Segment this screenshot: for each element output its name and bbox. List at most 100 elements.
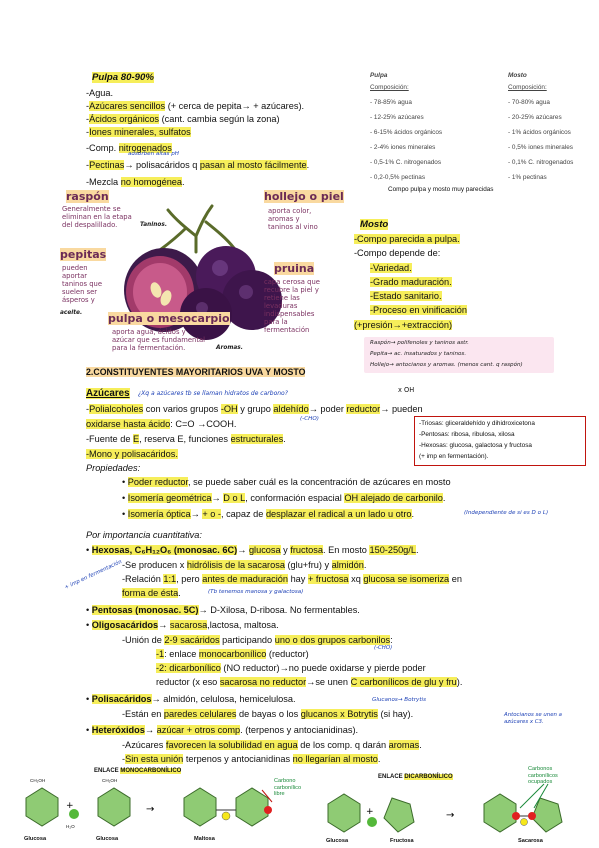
mono-title: ENLACE MONOCARBONÍLICO: [94, 768, 182, 774]
mosto-l5: -Estado sanitario.: [370, 291, 442, 301]
pepitas-text: pueden aportar taninos que suelen ser ás…: [62, 264, 102, 304]
comp-col1-list: - 78-85% agua - 12-25% azúcares - 6-15% …: [370, 97, 442, 184]
hex-l2: -Relación 1:1, pero antes de maduración …: [122, 574, 462, 584]
pruina-text: capa cerosa que recubre la piel y retien…: [264, 278, 320, 334]
grape-drawing: [124, 204, 282, 340]
azucares-l1: -Polialcoholes con varios grupos -OH y g…: [86, 404, 423, 414]
svg-text:→: →: [446, 810, 454, 821]
hetero-line: • Heteróxidos→ azúcar + otros comp. (ter…: [86, 725, 359, 735]
list-item: - 6-15% ácidos orgánicos: [370, 129, 443, 136]
aromas-note: Aromas.: [216, 345, 243, 351]
b3-note: (Independiente de si es D o L): [464, 510, 549, 516]
hex-l1: -Se producen x hidrólisis de la sacarosa…: [122, 560, 367, 570]
xoh-note: x OH: [398, 386, 415, 394]
pink-l2: Pepita→ ac. insaturados y taninos.: [370, 351, 467, 357]
pulpa-pectinas: -Pectinas→ polisacáridos q pasan al most…: [86, 160, 310, 170]
azucares-l3: -Fuente de E, reserva E, funciones estru…: [86, 434, 286, 444]
hex-l3-note: (Tb tenemos manosa y galactosa): [208, 589, 304, 595]
taninos-note: Taninos.: [140, 222, 168, 228]
svg-text:+: +: [66, 801, 74, 811]
trioses-l1: -Triosas: gliceraldehído y dihidroxiceto…: [419, 420, 535, 427]
hexosas-line: • Hexosas, C₆H₁₂O₆ (monosac. 6C)→ glucos…: [86, 545, 419, 555]
prop-bullet-2: • Isomería geométrica→ D o L, conformaci…: [122, 493, 446, 503]
trioses-l4: (+ imp en fermentación).: [419, 453, 489, 460]
svg-text:+: +: [366, 807, 374, 817]
poli-l1: -Están en paredes celulares de bayas o l…: [122, 709, 414, 719]
azucares-l4: -Mono y polisacáridos.: [86, 449, 178, 459]
mono-structures: + →: [25, 787, 273, 827]
list-item: - 20-25% azúcares: [508, 114, 562, 121]
propiedades-title: Propiedades:: [86, 463, 141, 473]
hetero-l2: -Sin esta unión terpenos y antocianidina…: [122, 754, 381, 764]
list-item: - 12-25% azúcares: [370, 114, 424, 121]
mosto-l7: (+presión→+extracción): [354, 320, 453, 330]
oligo-line: • Oligosacáridos→ sacarosa,lactosa, malt…: [86, 620, 279, 630]
mosto-l3: -Variedad.: [370, 263, 412, 273]
pink-l1: Raspón→ polifenoles y taninos astr.: [370, 340, 469, 346]
pepitas-label: pepitas: [60, 248, 107, 261]
list-item: - 70-80% agua: [508, 99, 550, 106]
di-label-1: Glucosa: [326, 838, 349, 844]
aceite-note: aceite.: [60, 310, 83, 316]
hollejo-label: hollejo o piel: [264, 190, 344, 203]
mosto-l1: -Compo parecida a pulpa.: [354, 234, 460, 244]
pink-note-box: Raspón→ polifenoles y taninos astr. Pepi…: [364, 337, 554, 373]
poli-line: • Polisacáridos→ almidón, celulosa, hemi…: [86, 694, 296, 704]
di-title: ENLACE DICARBONÍLICO: [378, 774, 453, 780]
ch2oh-label: CH₂OH: [30, 778, 46, 783]
list-item: - 0,5% iones minerales: [508, 144, 574, 151]
hollejo-text: aporta color, aromas y taninos al vino: [268, 207, 318, 231]
pulpa-text: aporta agua, ácidos y azúcar que es fund…: [112, 328, 206, 352]
comp-col2-sub: Composición:: [508, 84, 547, 91]
section2-heading: 2.CONSTITUYENTES MAYORITARIOS UVA Y MOST…: [86, 367, 306, 377]
comp-col1-title: Pulpa: [370, 72, 388, 79]
mono-diagram: ENLACE MONOCARBONÍLICO + → Carbono carbo…: [10, 768, 301, 846]
azucares-l2: oxidarse hasta ácido: C=O →COOH.: [86, 419, 237, 429]
di-structures: + →: [327, 783, 563, 833]
azucares-title: Azúcares: [86, 388, 130, 399]
mono-label-1: Glucosa: [24, 836, 47, 842]
pentosas-line: • Pentosas (monosac. 5C)→ D-Xilosa, D-ri…: [86, 605, 360, 615]
mono-label-2: Glucosa: [96, 836, 119, 842]
trioses-box: -Triosas: gliceraldehído y dihidroxiceto…: [414, 416, 586, 466]
list-item: - 2-4% iones minerales: [370, 144, 436, 151]
oligo-note: (-CHO): [374, 645, 393, 651]
azucares-note: ¿Xq a azúcares tb se llaman hidratos de …: [138, 390, 288, 397]
list-item: - 0,5-1% C. nitrogenados: [370, 159, 442, 166]
di-label-3: Sacarosa: [518, 838, 543, 844]
list-item: - 1% ácidos orgánicos: [508, 129, 571, 136]
ch2oh-label: CH₂OH: [102, 778, 118, 783]
mosto-l4: -Grado maduración.: [370, 277, 452, 287]
hex-l3: forma de ésta.: [122, 588, 181, 598]
trioses-l3: -Hexosas: glucosa, galactosa y fructosa: [419, 442, 532, 449]
pruina-label: pruina: [274, 262, 315, 275]
hetero-l1: -Azúcares favorecen la solubilidad en ag…: [122, 740, 422, 750]
di-label-2: Fructosa: [390, 838, 414, 844]
mosto-title: Mosto: [360, 219, 389, 230]
mosto-l6: -Proceso en vinificación: [370, 305, 468, 315]
list-item: - 78-85% agua: [370, 99, 412, 106]
raspon-label: raspón: [66, 190, 109, 203]
cuant-title: Por importancia cuantitativa:: [86, 530, 202, 540]
comp-col2-title: Mosto: [508, 72, 527, 79]
pulpa-azucares: -Azúcares sencillos (+ cerca de pepita→ …: [86, 101, 305, 111]
grape-illustration: raspón Generalmente se eliminan en la et…: [56, 190, 348, 356]
oligo-l2: -1: enlace monocarbonílico (reductor): [156, 649, 309, 659]
list-item: - 0,2-0,5% pectinas: [370, 174, 426, 181]
cho-note: (-CHO): [300, 416, 319, 422]
pulpa-comp: -Comp. nitrogenados: [86, 143, 172, 153]
pink-l3: Hollejo→ antocianos y aromas. (menos can…: [370, 362, 523, 368]
hexosas-note: + imp en fermentación: [63, 559, 123, 591]
carbonos-ocupados-label: Carbonos carbonílicos ocupados: [528, 766, 558, 786]
mono-label-3: Maltosa: [194, 836, 215, 842]
pulpa-label: pulpa o mesocarpio: [108, 312, 230, 325]
pulpa-title: Pulpa 80-90%: [92, 72, 154, 83]
hetero-note: Antocianos se unen a azúcares x C3.: [504, 712, 562, 725]
list-item: - 1% pectinas: [508, 174, 547, 181]
oligo-l1: -Unión de 2-9 sacáridos participando uno…: [122, 635, 393, 645]
di-diagram: ENLACE DICARBONÍLICO Carbonos carbonílic…: [318, 766, 596, 846]
trioses-l2: -Pentosas: ribosa, ribulosa, xilosa: [419, 431, 515, 438]
pulpa-acidos: -Ácidos orgánicos (cant. cambia según la…: [86, 114, 280, 124]
pulpa-mezcla: -Mezcla no homogénea.: [86, 177, 185, 187]
prop-bullet-1: • Poder reductor, se puede saber cuál es…: [122, 477, 451, 487]
